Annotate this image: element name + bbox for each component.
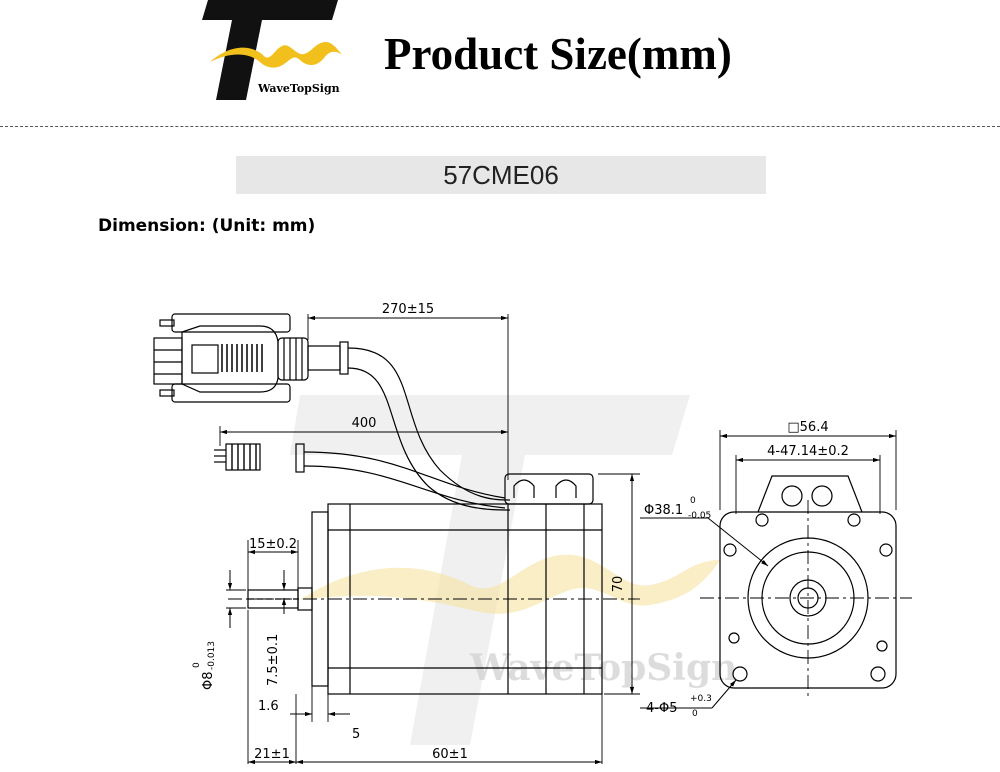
power-connector bbox=[214, 443, 305, 473]
dim-shaft-tol-upper: 0 bbox=[192, 662, 202, 668]
encoder-connector bbox=[153, 313, 349, 403]
motor-front-view bbox=[700, 475, 912, 696]
dim-encoder-cable: 270±15 bbox=[382, 302, 434, 317]
dim-shaft-length: 21±1 bbox=[254, 747, 290, 762]
dim-shaft-flat-depth: 7.5±0.1 bbox=[266, 634, 281, 686]
dimension-lines bbox=[220, 315, 896, 765]
model-name: 57CME06 bbox=[236, 156, 766, 194]
dim-shaft-tol-lower: -0.013 bbox=[207, 641, 217, 670]
dim-pilot-tol-lower: -0.05 bbox=[688, 511, 711, 521]
dim-flange-thickness: 5 bbox=[352, 727, 360, 742]
dim-shaft-flat: 15±0.2 bbox=[249, 537, 297, 552]
page-title: Product Size(mm) bbox=[384, 29, 732, 79]
dim-body-height: 70 bbox=[611, 576, 626, 593]
dim-flange-step: 1.6 bbox=[258, 699, 279, 714]
dim-mount-tol-lower: 0 bbox=[692, 709, 698, 719]
header-divider bbox=[0, 126, 1000, 127]
dim-flange-square: □56.4 bbox=[787, 420, 828, 435]
brand-name: WaveTopSign bbox=[258, 82, 340, 95]
power-cable bbox=[303, 451, 506, 499]
watermark: WaveTopSign bbox=[290, 395, 737, 745]
dim-pilot-diameter: Φ38.1 bbox=[644, 503, 683, 518]
dimension-label: Dimension: (Unit: mm) bbox=[98, 216, 316, 236]
dim-mount-holes: 4-Φ5 bbox=[646, 701, 677, 716]
dim-mount-tol-upper: +0.3 bbox=[690, 694, 712, 704]
encoder-cable bbox=[347, 347, 511, 501]
dim-power-cable: 400 bbox=[352, 416, 377, 431]
dim-shaft-diameter: Φ8 bbox=[201, 671, 216, 690]
dim-body-length: 60±1 bbox=[432, 747, 468, 762]
dim-pilot-tol-upper: 0 bbox=[690, 496, 696, 506]
brand-logo bbox=[202, 0, 344, 100]
dim-hole-spacing: 4-47.14±0.2 bbox=[767, 444, 849, 459]
